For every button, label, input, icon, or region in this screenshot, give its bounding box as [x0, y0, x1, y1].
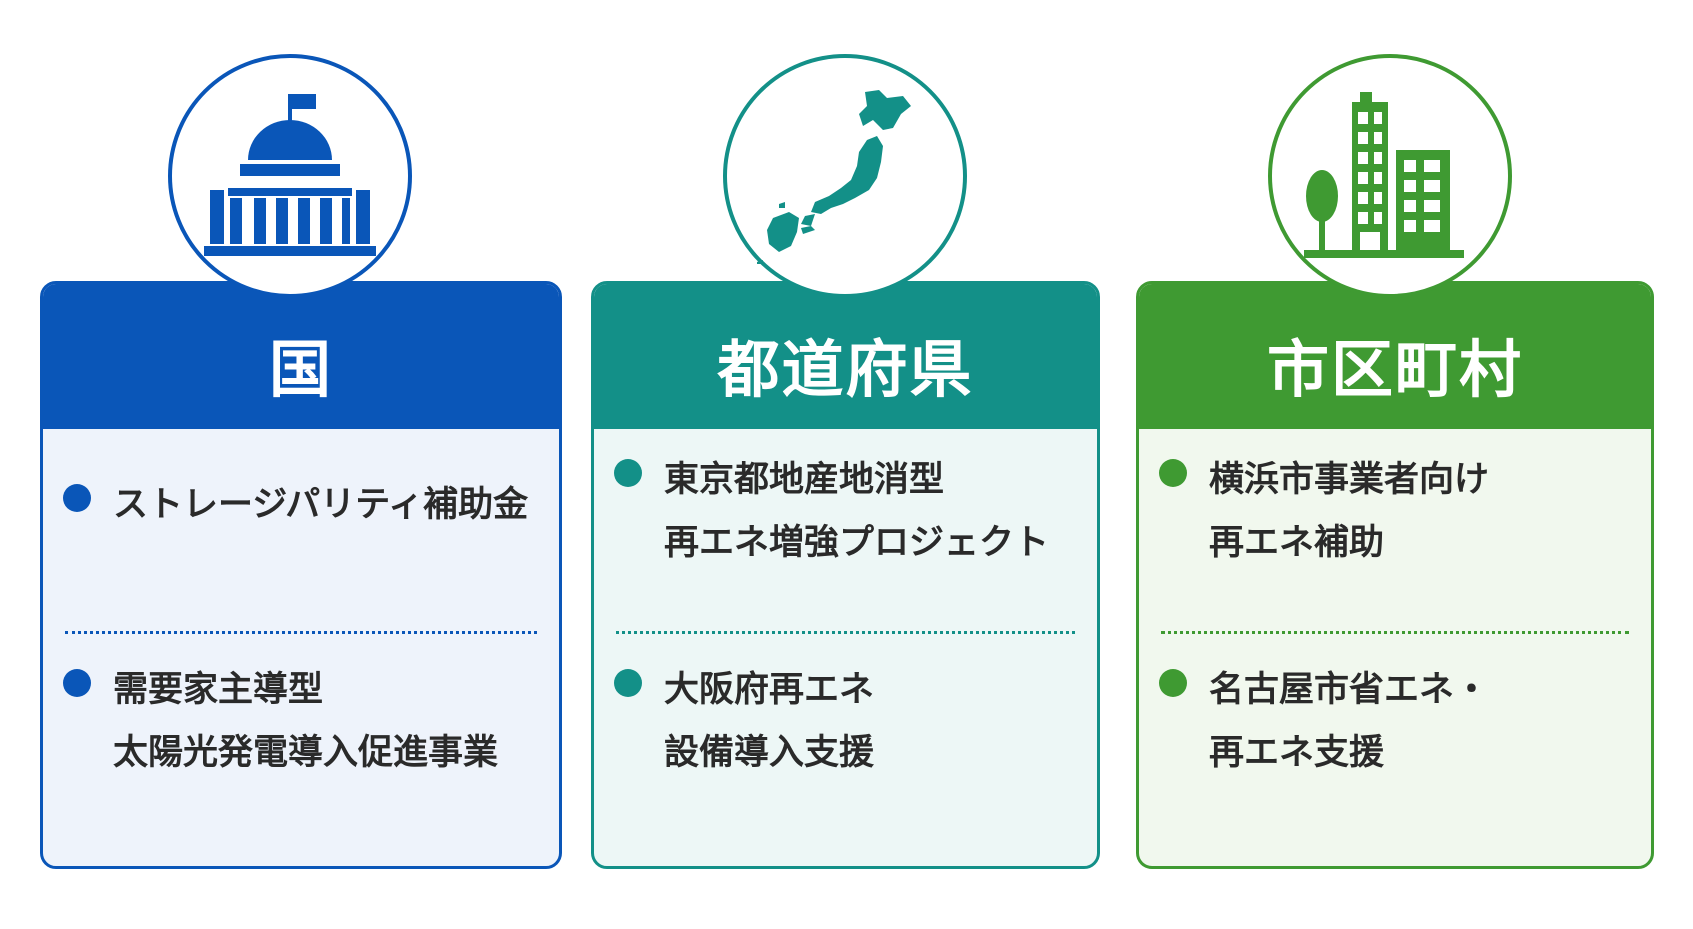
item-line: 再エネ補助 — [1209, 523, 1385, 563]
item-line: 大阪府再エネ — [664, 670, 875, 710]
municipality-card-body: 横浜市事業者向け 再エネ補助 名古屋市省エネ・ 再エネ支援 — [1139, 429, 1651, 866]
dotted-divider — [616, 631, 1075, 634]
list-item: 大阪府再エネ 設備導入支援 — [614, 659, 1083, 785]
prefecture-card: 都道府県 東京都地産地消型 再エネ増強プロジェクト 大阪府再エネ 設備導入支援 — [591, 281, 1100, 869]
prefecture-card-body: 東京都地産地消型 再エネ増強プロジェクト 大阪府再エネ 設備導入支援 — [594, 429, 1097, 866]
dotted-divider — [1161, 631, 1629, 634]
list-item: 名古屋市省エネ・ 再エネ支援 — [1159, 659, 1637, 785]
list-item: ストレージパリティ補助金 — [63, 474, 545, 537]
municipality-card-header: 市区町村 — [1139, 284, 1651, 429]
list-item: 需要家主導型 太陽光発電導入促進事業 — [63, 659, 545, 785]
municipality-icon-circle — [1268, 54, 1512, 298]
item-text: 需要家主導型 太陽光発電導入促進事業 — [113, 659, 498, 785]
item-line: 需要家主導型 — [113, 670, 324, 710]
item-text: ストレージパリティ補助金 — [113, 474, 528, 537]
municipality-card-title: 市区町村 — [1266, 332, 1523, 406]
government-building-icon — [204, 94, 376, 256]
item-text: 横浜市事業者向け 再エネ補助 — [1209, 449, 1489, 575]
list-item: 東京都地産地消型 再エネ増強プロジェクト — [614, 449, 1083, 575]
item-line: 再エネ支援 — [1209, 733, 1385, 773]
bullet-dot-icon — [1159, 669, 1187, 697]
bullet-dot-icon — [1159, 459, 1187, 487]
item-line: 東京都地産地消型 — [664, 460, 945, 500]
dotted-divider — [65, 631, 537, 634]
national-card: 国 ストレージパリティ補助金 需要家主導型 太陽光発電導入促進事業 — [40, 281, 562, 869]
prefecture-icon-circle — [723, 54, 967, 298]
national-icon-circle — [168, 54, 412, 298]
item-line: 太陽光発電導入促進事業 — [113, 733, 499, 773]
list-item: 横浜市事業者向け 再エネ補助 — [1159, 449, 1637, 575]
item-text: 東京都地産地消型 再エネ増強プロジェクト — [664, 449, 1049, 575]
municipality-card: 市区町村 横浜市事業者向け 再エネ補助 名古屋市省エネ・ 再エネ支援 — [1136, 281, 1654, 869]
bullet-dot-icon — [63, 669, 91, 697]
item-text: 大阪府再エネ 設備導入支援 — [664, 659, 874, 785]
item-line: 名古屋市省エネ・ — [1209, 670, 1490, 710]
bullet-dot-icon — [614, 669, 642, 697]
prefecture-card-header: 都道府県 — [594, 284, 1097, 429]
item-line: 設備導入支援 — [664, 733, 875, 773]
national-card-body: ストレージパリティ補助金 需要家主導型 太陽光発電導入促進事業 — [43, 429, 559, 866]
prefecture-card-title: 都道府県 — [717, 332, 974, 406]
national-card-title: 国 — [268, 332, 333, 406]
national-card-header: 国 — [43, 284, 559, 429]
item-line: 横浜市事業者向け — [1209, 460, 1490, 500]
bullet-dot-icon — [63, 484, 91, 512]
item-text: 名古屋市省エネ・ 再エネ支援 — [1209, 659, 1489, 785]
item-line: ストレージパリティ補助金 — [113, 485, 529, 525]
japan-map-icon — [757, 90, 911, 264]
city-buildings-icon — [1304, 92, 1464, 258]
bullet-dot-icon — [614, 459, 642, 487]
item-line: 再エネ増強プロジェクト — [664, 523, 1050, 563]
